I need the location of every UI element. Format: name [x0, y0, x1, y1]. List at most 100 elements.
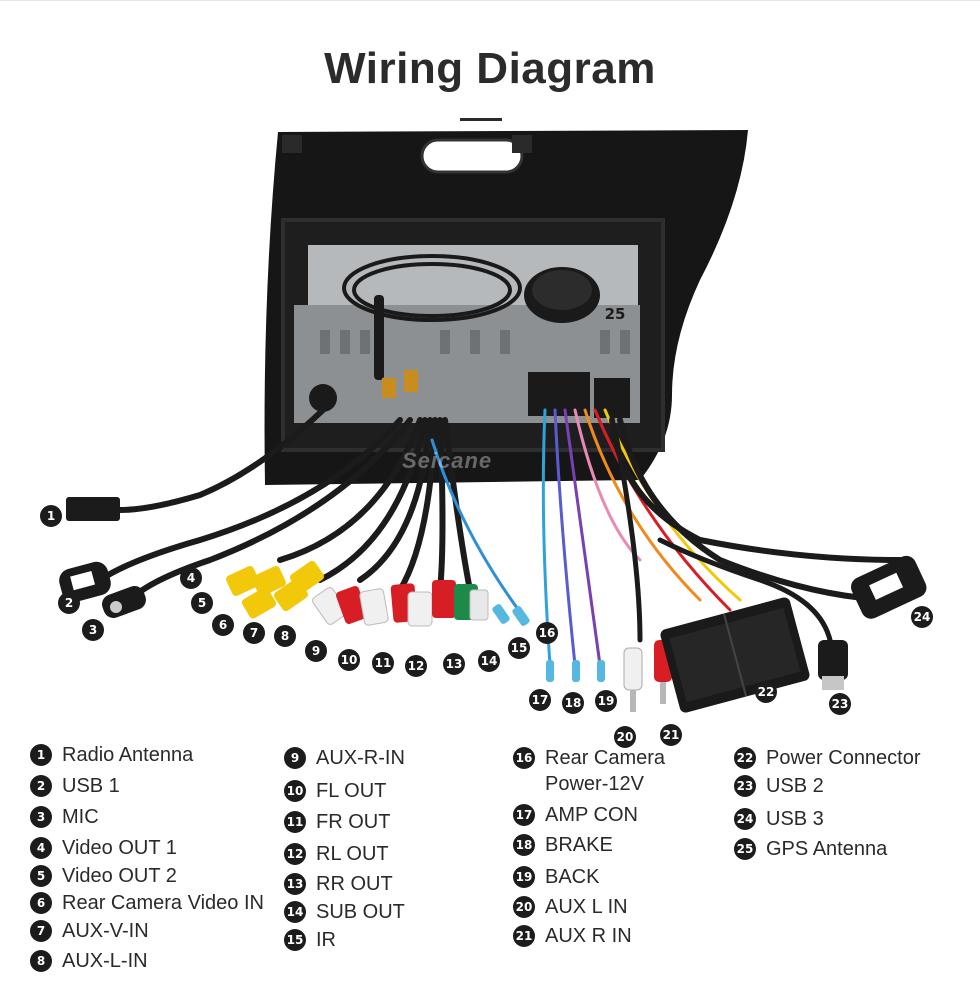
callout-12: 12 — [405, 655, 427, 677]
legend-label: AUX-L-IN — [62, 950, 148, 972]
radio-antenna-plug — [66, 497, 120, 521]
legend-item-22: 22 Power Connector — [734, 745, 921, 771]
callout-13: 13 — [443, 653, 465, 675]
legend-label: AUX R IN — [545, 925, 632, 947]
legend-number: 7 — [30, 920, 52, 942]
legend-item-4: 4 Video OUT 1 — [30, 835, 177, 861]
callout-3: 3 — [82, 619, 104, 641]
callout-14: 14 — [478, 650, 500, 672]
legend-item-21: 21 AUX R IN — [513, 923, 632, 949]
legend-item-23: 23 USB 2 — [734, 773, 824, 799]
legend-number: 12 — [284, 843, 306, 865]
title-underline — [460, 118, 502, 121]
legend-number: 8 — [30, 950, 52, 972]
legend-label: Radio Antenna — [62, 744, 194, 766]
legend-label: Rear Camera Power-12V — [545, 747, 666, 795]
legend-label: Rear Camera Video IN — [62, 892, 264, 914]
callout-21: 21 — [660, 724, 682, 746]
mic-jack — [102, 586, 146, 618]
legend-label: USB 2 — [766, 775, 824, 797]
legend-number: 1 — [30, 744, 52, 766]
legend-label: MIC — [62, 806, 99, 828]
legend-number: 18 — [513, 834, 535, 856]
watermark: Seicane — [402, 448, 493, 473]
callout-1: 1 — [40, 505, 62, 527]
legend-label: AUX-V-IN — [62, 920, 149, 942]
callout-11: 11 — [372, 652, 394, 674]
bezel-handle-slot — [420, 138, 524, 174]
legend-number: 6 — [30, 892, 52, 914]
callout-20: 20 — [614, 726, 636, 748]
legend-number: 10 — [284, 780, 306, 802]
legend-item-6: 6 Rear Camera Video IN — [30, 890, 264, 916]
legend-number: 9 — [284, 747, 306, 769]
legend-label: BRAKE — [545, 834, 613, 856]
chassis-vents — [320, 330, 630, 354]
legend-label: FL OUT — [316, 780, 387, 802]
legend-label: FR OUT — [316, 811, 391, 833]
legend-label: BACK — [545, 866, 600, 888]
callout-7: 7 — [243, 622, 265, 644]
legend-number: 20 — [513, 896, 535, 918]
legend-number: 23 — [734, 775, 756, 797]
legend-number: 15 — [284, 929, 306, 951]
callout-6: 6 — [212, 614, 234, 636]
bezel-clip-left — [282, 135, 302, 153]
legend-label: SUB OUT — [316, 901, 405, 923]
page-title: Wiring Diagram — [324, 44, 656, 93]
legend-item-8: 8 AUX-L-IN — [30, 948, 148, 974]
callout-8: 8 — [274, 625, 296, 647]
legend-label: AUX-R-IN — [316, 747, 405, 769]
legend-item-24: 24 USB 3 — [734, 806, 824, 832]
legend-number: 14 — [284, 901, 306, 923]
callout-16: 16 — [536, 622, 558, 644]
callout-15: 15 — [508, 637, 530, 659]
legend-number: 21 — [513, 925, 535, 947]
callout-17: 17 — [529, 689, 551, 711]
legend-item-17: 17 AMP CON — [513, 802, 638, 828]
callout-25: 25 — [604, 305, 626, 323]
legend-item-15: 15 IR — [284, 927, 336, 953]
usb-socket — [594, 378, 630, 418]
legend-label: GPS Antenna — [766, 838, 888, 860]
wifi-antenna — [374, 295, 384, 380]
legend-number: 5 — [30, 865, 52, 887]
callout-4: 4 — [180, 567, 202, 589]
legend-item-13: 13 RR OUT — [284, 871, 393, 897]
legend-item-3: 3 MIC — [30, 804, 99, 830]
legend-item-9: 9 AUX-R-IN — [284, 745, 405, 771]
power-socket — [528, 372, 590, 416]
legend-label: Video OUT 2 — [62, 865, 177, 887]
callout-24: 24 — [911, 606, 933, 628]
legend-label: AMP CON — [545, 804, 638, 826]
rca-white-red-group — [312, 580, 489, 627]
legend-item-14: 14 SUB OUT — [284, 899, 405, 925]
legend-number: 3 — [30, 806, 52, 828]
legend-label: IR — [316, 929, 336, 951]
top-rule — [0, 0, 980, 1]
legend-number: 13 — [284, 873, 306, 895]
legend-number: 19 — [513, 866, 535, 888]
callout-23: 23 — [829, 693, 851, 715]
legend-number: 22 — [734, 747, 756, 769]
callout-2: 2 — [58, 592, 80, 614]
legend-item-11: 11 FR OUT — [284, 809, 390, 835]
usb2-plug — [818, 640, 848, 690]
legend-number: 24 — [734, 808, 756, 830]
callout-18: 18 — [562, 692, 584, 714]
legend-item-16: 16 Rear Camera Power-12V — [513, 745, 665, 797]
callout-19: 19 — [595, 690, 617, 712]
legend-item-1: 1 Radio Antenna — [30, 742, 193, 768]
legend-number: 2 — [30, 775, 52, 797]
legend-item-12: 12 RL OUT — [284, 841, 389, 867]
legend-label: USB 1 — [62, 775, 120, 797]
callout-10: 10 — [338, 649, 360, 671]
rca-yellow-group — [226, 560, 325, 619]
legend-item-25: 25 GPS Antenna — [734, 836, 887, 862]
usb3-plug — [851, 555, 927, 619]
legend-label: RL OUT — [316, 843, 389, 865]
fm-antenna-port — [309, 384, 337, 412]
signal-wire-tips — [492, 604, 605, 682]
legend-label: AUX L IN — [545, 896, 628, 918]
